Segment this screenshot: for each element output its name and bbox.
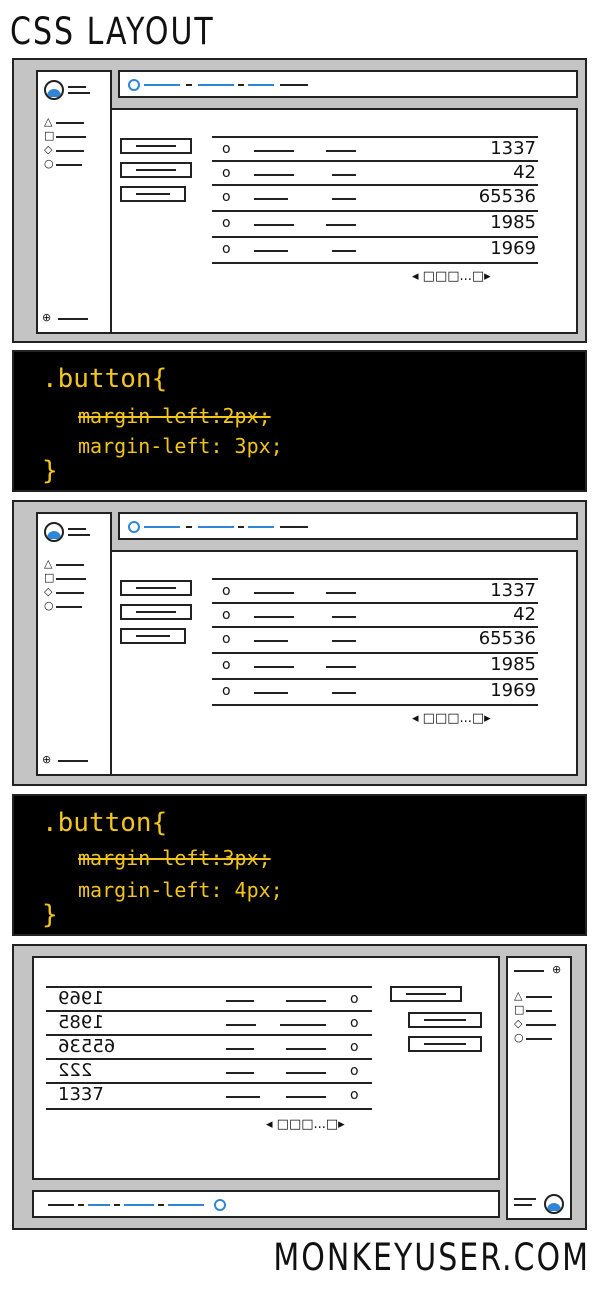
- address-bar[interactable]: [118, 70, 578, 98]
- globe-icon[interactable]: ⊕: [42, 753, 52, 766]
- content-area: o 1337 o 42 o 65536 o 1985 o 1969 ◂ □□□.…: [110, 108, 578, 334]
- triangle-icon: △: [44, 115, 53, 128]
- address-bar[interactable]: [32, 1190, 500, 1218]
- circle-icon: ○: [514, 1031, 524, 1044]
- table-cell-value: 1337: [58, 1084, 104, 1105]
- table-cell-value: 1969: [490, 238, 536, 259]
- diamond-icon: ◇: [514, 1017, 523, 1030]
- diamond-icon: ◇: [44, 585, 53, 598]
- code-block-2: .button{ margin-left:3px; margin-left: 4…: [12, 794, 587, 936]
- table-cell-value: 1969: [490, 680, 536, 701]
- button-1[interactable]: [120, 138, 192, 154]
- avatar-icon[interactable]: [44, 522, 64, 542]
- table-cell-value: 65536: [478, 186, 536, 207]
- button-2[interactable]: [120, 162, 192, 178]
- browser-window-3-mirrored: 1969 o 1985 o 65536 o 222 o 1337 o ◂ □□□…: [12, 944, 587, 1230]
- pagination[interactable]: ◂ □□□...□▸: [266, 1117, 345, 1132]
- table-cell-value: 42: [513, 604, 536, 625]
- css-old-rule: margin-left:2px;: [78, 404, 271, 428]
- comic-title: CSS LAYOUT: [10, 10, 215, 54]
- avatar-icon[interactable]: [544, 1194, 564, 1214]
- table-cell-value: 1985: [58, 1012, 104, 1033]
- css-new-rule: margin-left: 3px;: [78, 434, 283, 458]
- table-cell-value: 1985: [490, 212, 536, 233]
- table-cell-value: 1969: [58, 988, 104, 1009]
- content-area: o 1337 o 42 o 65536 o 1985 o 1969 ◂ □□□.…: [110, 550, 578, 776]
- browser-window-1: △ □ ◇ ○ ⊕ o 1337 o 42 o 6: [12, 58, 587, 343]
- code-block-1: .button{ margin-left:2px; margin-left: 3…: [12, 350, 587, 492]
- circle-icon: ○: [44, 157, 54, 170]
- css-new-rule: margin-left: 4px;: [78, 878, 283, 902]
- sidebar: △ □ ◇ ○ ⊕: [36, 512, 112, 776]
- button-1[interactable]: [390, 986, 462, 1002]
- css-selector: .button{: [42, 364, 168, 394]
- table-cell-value: 1337: [490, 138, 536, 159]
- square-icon: □: [514, 1003, 525, 1016]
- table-cell-value: 42: [513, 162, 536, 183]
- sidebar: △ □ ◇ ○ ⊕: [36, 70, 112, 334]
- triangle-icon: △: [44, 557, 53, 570]
- pagination[interactable]: ◂ □□□...□▸: [412, 269, 491, 284]
- button-3[interactable]: [408, 1036, 482, 1052]
- table-cell-value: 65536: [58, 1036, 116, 1057]
- table-cell-value: 222: [58, 1060, 93, 1081]
- css-closing-brace: }: [42, 456, 58, 486]
- square-icon: □: [44, 129, 55, 142]
- button-3[interactable]: [120, 186, 186, 202]
- globe-icon[interactable]: ⊕: [552, 963, 562, 976]
- pagination[interactable]: ◂ □□□...□▸: [412, 711, 491, 726]
- css-closing-brace: }: [42, 900, 58, 930]
- triangle-icon: △: [514, 989, 523, 1002]
- diamond-icon: ◇: [44, 143, 53, 156]
- table-cell-value: 1985: [490, 654, 536, 675]
- button-2[interactable]: [120, 604, 192, 620]
- square-icon: □: [44, 571, 55, 584]
- circle-icon: ○: [44, 599, 54, 612]
- site-credit: MONKEYUSER.COM: [273, 1236, 590, 1280]
- sidebar: ⊕ △ □ ◇ ○: [506, 956, 572, 1220]
- button-3[interactable]: [120, 628, 186, 644]
- browser-window-2: △ □ ◇ ○ ⊕ o 1337 o 42 o 6: [12, 500, 587, 786]
- css-selector: .button{: [42, 808, 168, 838]
- globe-icon[interactable]: ⊕: [42, 311, 52, 324]
- table-cell-value: 1337: [490, 580, 536, 601]
- avatar-icon[interactable]: [44, 80, 64, 100]
- button-2[interactable]: [408, 1012, 482, 1028]
- css-old-rule: margin-left:3px;: [78, 846, 271, 870]
- content-area: 1969 o 1985 o 65536 o 222 o 1337 o ◂ □□□…: [32, 956, 500, 1180]
- address-bar[interactable]: [118, 512, 578, 540]
- button-1[interactable]: [120, 580, 192, 596]
- table-cell-value: 65536: [478, 628, 536, 649]
